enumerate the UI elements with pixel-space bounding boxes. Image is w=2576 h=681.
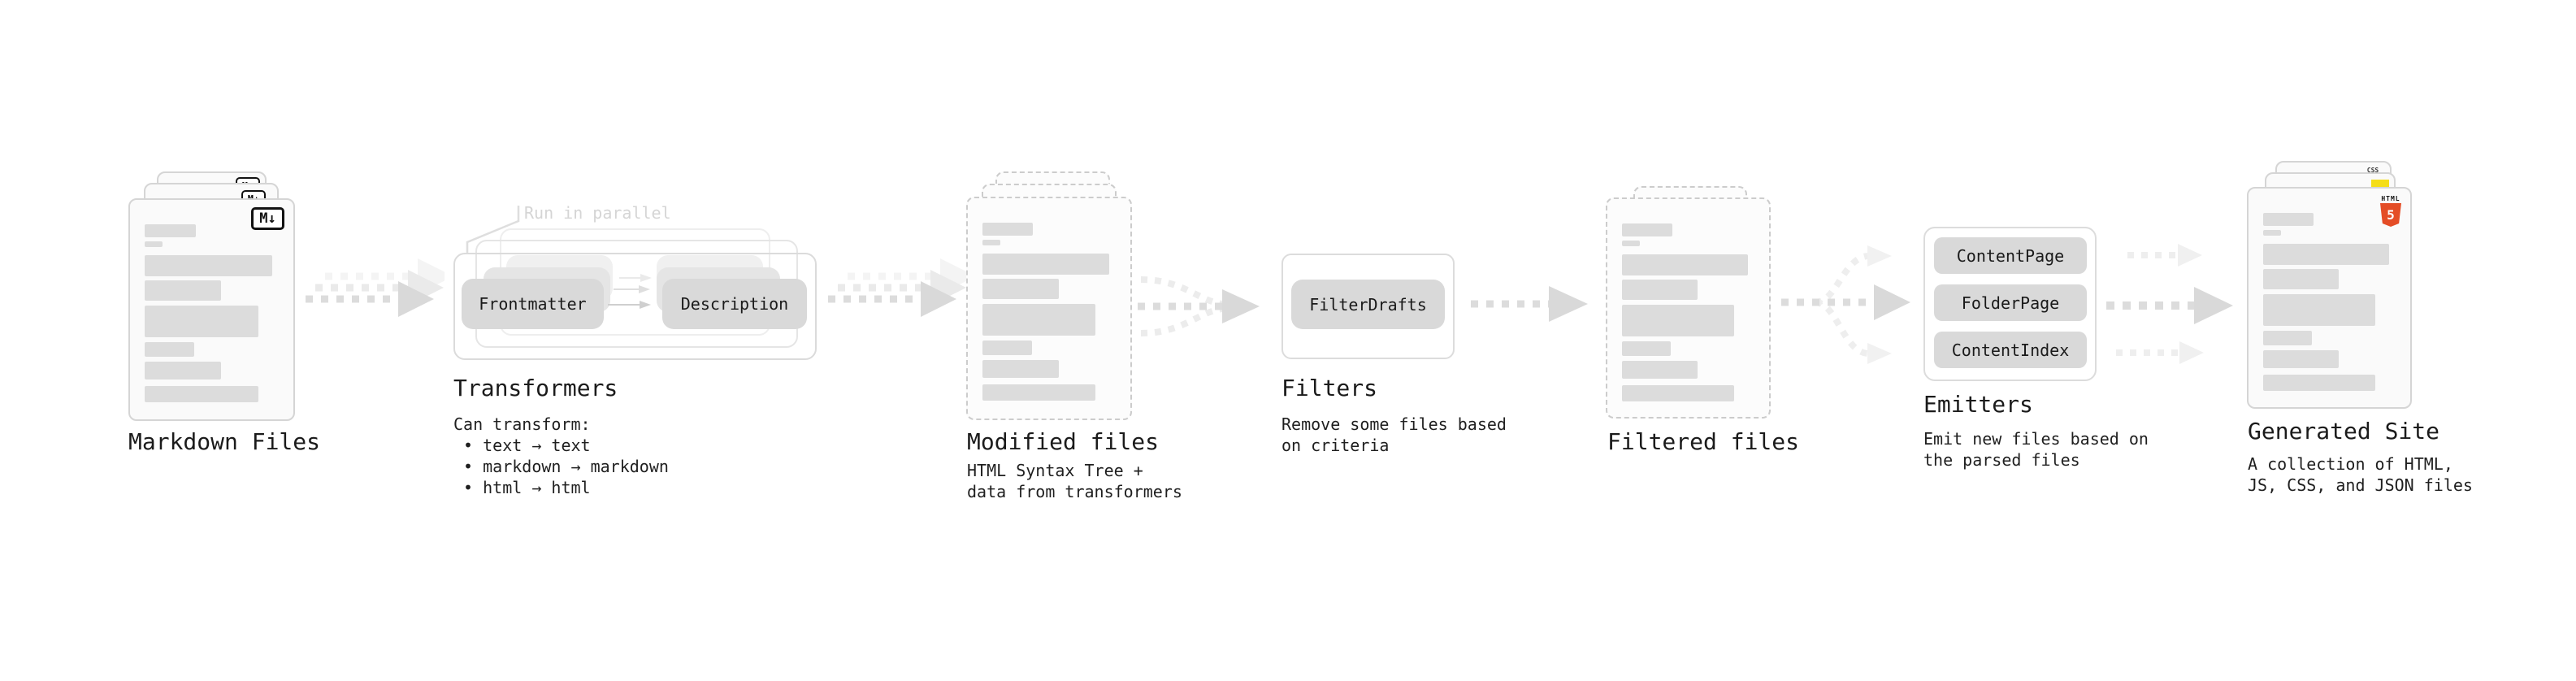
transformer-pill-frontmatter: Frontmatter	[462, 279, 604, 329]
filters-description: Remove some files based on criteria	[1281, 414, 1507, 455]
placeholder-bar	[2263, 230, 2281, 236]
section-title-filtered-files: Filtered files	[1607, 428, 1800, 455]
placeholder-bar	[145, 241, 163, 247]
html5-icon-number: 5	[2387, 207, 2395, 223]
generated-site-description: A collection of HTML, JS, CSS, and JSON …	[2248, 454, 2473, 495]
placeholder-bar	[145, 362, 222, 380]
placeholder-bar	[2263, 294, 2375, 326]
pill-label: ContentIndex	[1951, 340, 2070, 360]
document-placeholder-lines	[145, 224, 272, 402]
html5-icon-label: HTML	[2381, 195, 2400, 202]
flow-arrow-markdown-to-transformers	[306, 258, 445, 317]
emitter-pill-folderpage: FolderPage	[1934, 284, 2087, 321]
html5-icon: HTML 5	[2380, 195, 2401, 227]
pill-label: Description	[680, 294, 789, 314]
filter-pill-filterdrafts: FilterDrafts	[1291, 280, 1445, 329]
placeholder-bar	[1622, 305, 1734, 336]
placeholder-bar	[1622, 223, 1672, 236]
document-placeholder-lines	[1622, 223, 1748, 401]
placeholder-bar	[145, 224, 196, 237]
flow-arrow-emitters-to-generated	[2106, 244, 2233, 364]
flow-arrow-filters-to-filtered	[1471, 286, 1588, 322]
pill-label: Frontmatter	[479, 294, 587, 314]
modified-file-sheet-front	[966, 197, 1132, 420]
flow-arrow-modified-to-filters	[1138, 276, 1260, 336]
placeholder-bar	[982, 254, 1109, 275]
transformer-box-front	[453, 253, 817, 360]
placeholder-bar	[982, 304, 1095, 336]
annotation-connector-line	[466, 206, 520, 253]
placeholder-bar	[2263, 350, 2339, 368]
emitters-description: Emit new files based on the parsed files	[1923, 429, 2149, 470]
markdown-file-sheet-front: M↓	[128, 198, 295, 421]
modified-files-description: HTML Syntax Tree + data from transformer…	[967, 461, 1182, 501]
generated-file-sheet-html: HTML 5	[2247, 187, 2412, 409]
section-title-emitters: Emitters	[1923, 391, 2033, 418]
placeholder-bar	[2263, 213, 2314, 226]
placeholder-bar	[1622, 341, 1672, 356]
placeholder-bar	[145, 280, 222, 301]
placeholder-bar	[145, 306, 258, 337]
placeholder-bar	[2263, 244, 2389, 265]
markdown-icon: M↓	[251, 207, 284, 230]
transformers-description: Can transform: • text → text • markdown …	[453, 414, 669, 497]
section-title-transformers: Transformers	[453, 375, 618, 401]
placeholder-bar	[145, 342, 195, 357]
placeholder-bar	[2263, 269, 2339, 289]
placeholder-bar	[2263, 331, 2313, 345]
emitter-pill-contentindex: ContentIndex	[1934, 332, 2087, 368]
placeholder-bar	[1622, 361, 1698, 379]
placeholder-bar	[1622, 241, 1640, 246]
placeholder-bar	[145, 386, 258, 402]
placeholder-bar	[2263, 375, 2375, 391]
pill-label: ContentPage	[1956, 245, 2065, 266]
section-title-filters: Filters	[1281, 375, 1378, 401]
placeholder-bar	[982, 279, 1059, 299]
css-icon-label: CSS	[2366, 167, 2379, 174]
run-in-parallel-annotation: Run in parallel	[524, 203, 671, 223]
transformer-pill-description: Description	[662, 279, 807, 329]
document-placeholder-lines	[982, 223, 1109, 401]
flow-arrow-filtered-to-emitters	[1781, 245, 1910, 364]
pill-label: FilterDrafts	[1309, 294, 1427, 314]
section-title-generated-site: Generated Site	[2248, 418, 2440, 445]
flow-arrow-transformers-to-modified	[828, 258, 967, 317]
placeholder-bar	[982, 384, 1095, 401]
placeholder-bar	[1622, 385, 1734, 401]
placeholder-bar	[1622, 254, 1748, 275]
section-title-modified-files: Modified files	[967, 428, 1160, 455]
placeholder-bar	[982, 223, 1034, 236]
emitter-pill-contentpage: ContentPage	[1934, 237, 2087, 274]
transform-step-arrows	[608, 274, 652, 309]
placeholder-bar	[982, 360, 1059, 378]
html5-icon-shield: 5	[2380, 203, 2401, 227]
pill-label: FolderPage	[1961, 293, 2060, 313]
markdown-icon-label: M↓	[259, 210, 276, 227]
placeholder-bar	[145, 255, 272, 276]
document-placeholder-lines	[2263, 213, 2389, 391]
placeholder-bar	[982, 340, 1032, 355]
filtered-file-sheet-front	[1606, 197, 1771, 419]
placeholder-bar	[1622, 280, 1698, 300]
placeholder-bar	[982, 240, 1000, 245]
section-title-markdown-files: Markdown Files	[128, 428, 321, 455]
